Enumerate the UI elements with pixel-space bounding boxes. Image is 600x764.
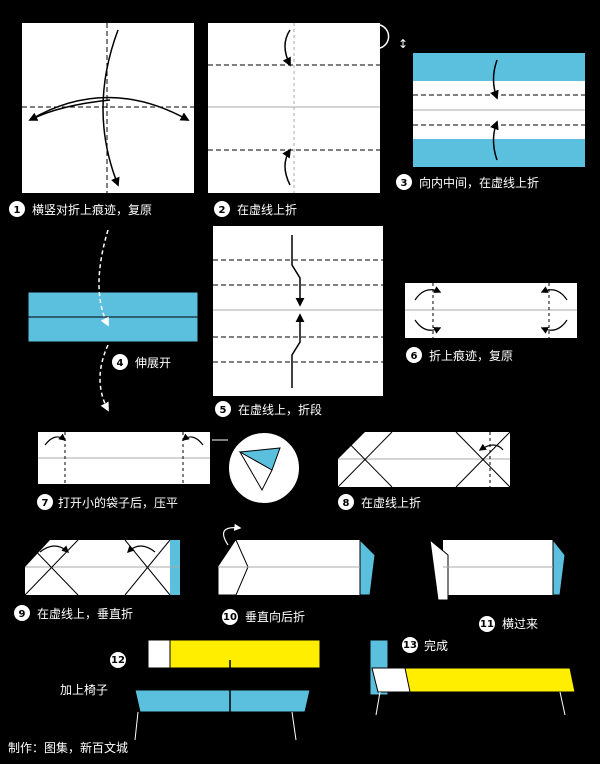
svg-text:打开小的袋子后，压平: 打开小的袋子后，压平 — [58, 495, 178, 510]
step-label-11: 11 横过来 — [479, 616, 538, 632]
step-label-4: 4 伸展开 — [112, 354, 171, 370]
svg-text:4: 4 — [117, 358, 124, 369]
svg-text:在虚线上，折段: 在虚线上，折段 — [238, 402, 322, 417]
step-8-panel — [337, 431, 511, 488]
svg-text:10: 10 — [223, 612, 237, 623]
step-label-5: 5 在虚线上，折段 — [215, 401, 322, 417]
step-6-panel — [405, 283, 577, 338]
svg-text:完成: 完成 — [424, 638, 448, 653]
svg-text:折上痕迹，复原: 折上痕迹，复原 — [429, 348, 513, 363]
step-11-panel — [429, 538, 566, 601]
svg-text:横竖对折上痕迹，复原: 横竖对折上痕迹，复原 — [32, 202, 152, 217]
svg-text:9: 9 — [19, 609, 26, 620]
step-1-panel — [22, 23, 194, 193]
step-7-panel — [38, 431, 301, 505]
step-label-6: 6 折上痕迹，复原 — [406, 347, 513, 363]
svg-text:6: 6 — [411, 351, 418, 362]
step-12-panel — [134, 639, 321, 741]
svg-text:垂直向后折: 垂直向后折 — [245, 609, 305, 624]
step-label-12: 12 加上椅子 — [60, 652, 126, 697]
step-label-2: 2 在虚线上折 — [214, 201, 297, 217]
step-label-13: 13 完成 — [402, 637, 448, 653]
step-label-8: 8 在虚线上折 — [338, 494, 421, 510]
step-label-9: 9 在虚线上，垂直折 — [14, 605, 133, 621]
step-2-panel: ↕ — [208, 23, 408, 193]
step-label-7: 7 打开小的袋子后，压平 — [37, 494, 178, 510]
svg-text:在虚线上折: 在虚线上折 — [237, 202, 297, 217]
svg-text:5: 5 — [220, 405, 227, 416]
svg-text:向内中间，在虚线上折: 向内中间，在虚线上折 — [419, 175, 539, 190]
svg-text:↕: ↕ — [398, 37, 408, 51]
svg-text:1: 1 — [14, 205, 21, 216]
svg-text:12: 12 — [111, 655, 125, 666]
svg-text:7: 7 — [42, 498, 49, 509]
svg-text:加上椅子: 加上椅子 — [60, 683, 108, 697]
svg-text:在虚线上折: 在虚线上折 — [361, 495, 421, 510]
step-10-panel — [217, 523, 376, 596]
step-label-10: 10 垂直向后折 — [222, 609, 305, 625]
credit-text: 制作：图集，新百文城 — [8, 740, 128, 755]
svg-text:11: 11 — [480, 619, 494, 630]
step-label-1: 1 横竖对折上痕迹，复原 — [9, 201, 152, 217]
svg-text:2: 2 — [219, 205, 226, 216]
svg-text:伸展开: 伸展开 — [135, 356, 171, 370]
svg-text:8: 8 — [343, 498, 350, 509]
step-4-panel — [27, 229, 199, 412]
svg-text:13: 13 — [403, 640, 417, 651]
step-label-3: 3 向内中间，在虚线上折 — [396, 174, 539, 190]
step-5-panel — [213, 226, 383, 396]
svg-text:在虚线上，垂直折: 在虚线上，垂直折 — [37, 606, 133, 621]
step-13-panel — [369, 639, 576, 716]
step-9-panel — [24, 539, 180, 596]
svg-text:横过来: 横过来 — [502, 617, 538, 631]
svg-text:3: 3 — [401, 178, 408, 189]
step-3-panel — [413, 53, 585, 167]
